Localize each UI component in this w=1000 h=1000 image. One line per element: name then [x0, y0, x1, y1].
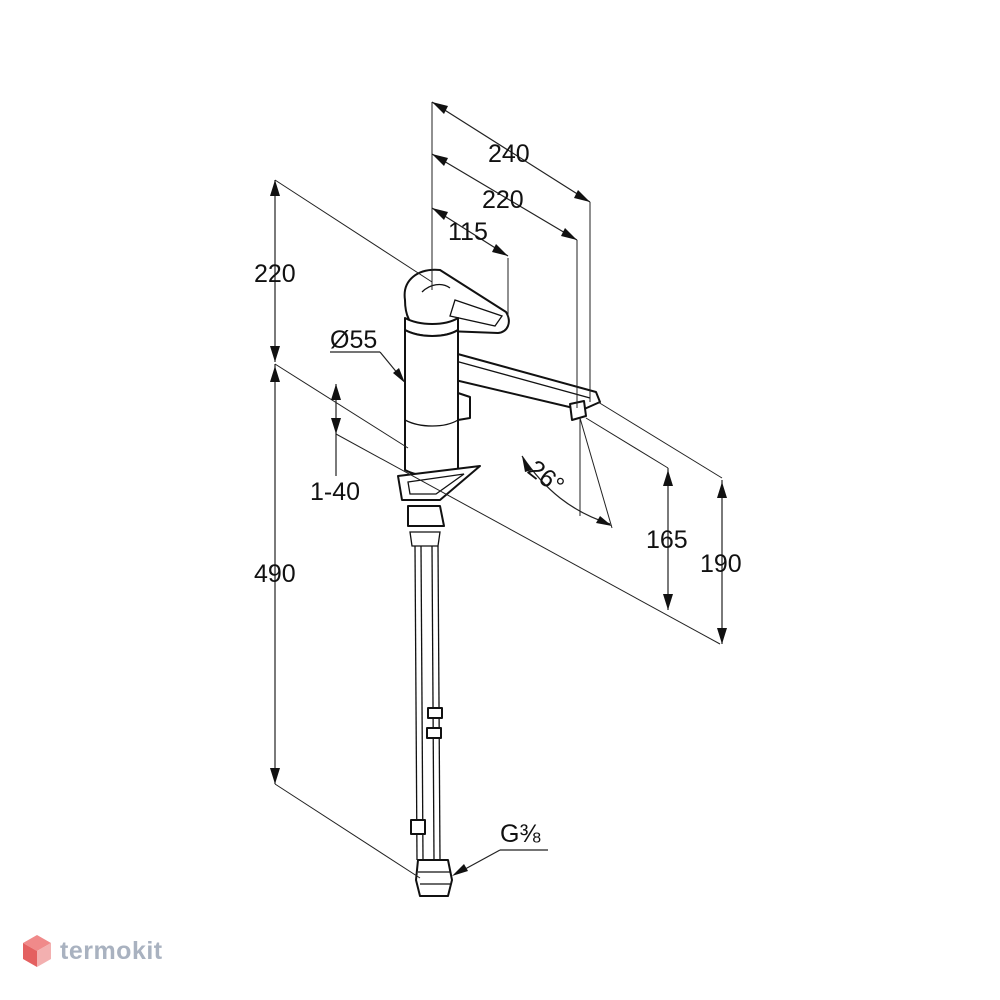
supply-hose-left — [414, 545, 418, 861]
mounting-nut — [407, 505, 445, 527]
label-220-height: 220 — [254, 260, 296, 288]
lever-slot — [449, 299, 504, 327]
watermark: termokit — [22, 934, 163, 968]
label-angle: 26° — [522, 455, 569, 500]
dimension-lines — [270, 101, 727, 879]
watermark-brand: termokit — [60, 936, 163, 965]
label-165: 165 — [646, 526, 688, 554]
label-220-reach: 220 — [482, 186, 524, 214]
hose-fitting — [415, 859, 453, 897]
label-deck-thickness: 1-40 — [310, 478, 360, 506]
cube-logo-icon — [23, 935, 51, 967]
faucet-drawing — [397, 268, 601, 897]
label-490: 490 — [254, 560, 296, 588]
body-cylinder — [404, 329, 459, 477]
label-240: 240 — [488, 140, 530, 168]
spout-aerator — [569, 400, 587, 421]
label-190: 190 — [700, 550, 742, 578]
label-thread: G⅜ — [500, 820, 540, 848]
dimension-labels: 240 220 115 220 Ø55 1-40 490 26° 165 190… — [254, 140, 742, 848]
supply-hose-right — [431, 545, 435, 861]
side-knob — [457, 392, 471, 421]
label-115: 115 — [448, 218, 488, 246]
label-diameter: Ø55 — [330, 326, 377, 354]
